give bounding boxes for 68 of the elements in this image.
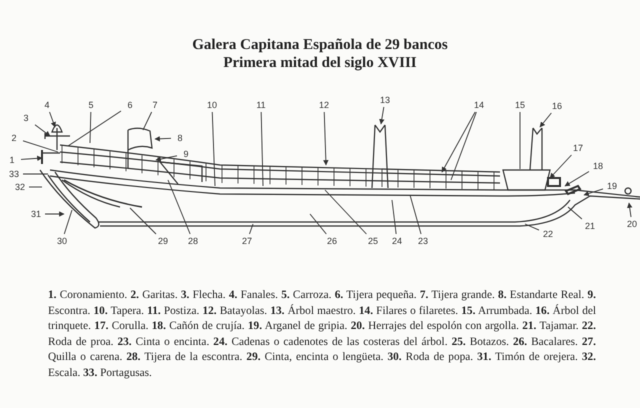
leader-line	[249, 224, 254, 234]
leader-line	[20, 156, 43, 162]
callout-number: 11	[253, 99, 269, 111]
leader-line	[154, 136, 172, 142]
callout-number: 24	[389, 235, 405, 247]
caption: 1. Coronamiento. 2. Garitas. 3. Flecha. 4. Fanales. 5. Carroza. 6. Tijera pequeña. 7. Tijera grande. 8. Estandarte Real. 9. Escontra. 10. Tapera. 11. Postiza. 12. Batayolas. 13. Árbol maestro. 14. Filares o filaretes. 15. Arrumbada. 16. Árbol del trinquete. 17. Corulla. 18. Cañón de crujía. 19. Arganel de gripia. 20. Herrajes del espolón con argolla. 21. Tajamar. 22. Roda de proa. 23. Cinta o encinta. 24. Cadenas o cadenotes de las costeras del árbol. 25. Botazos. 26. Bacalares. 27. Quilla o carena. 28. Tijera de la escontra. 29. Cinta, encinta o lengüeta. 30. Roda de popa. 31. Timón de orejera. 32. Escala. 33. Portagusas.	[48, 288, 596, 381]
leader-line	[392, 200, 397, 234]
callout-number: 29	[155, 235, 171, 247]
callout-number: 26	[324, 235, 340, 247]
leader-line	[142, 112, 152, 130]
callout-number: 1	[4, 154, 20, 166]
leader-line	[540, 112, 552, 128]
callout-number: 10	[204, 99, 220, 111]
title: Galera Capitana Española de 29 bancos	[191, 37, 449, 54]
leader-line	[323, 112, 329, 166]
callout-number: 28	[185, 235, 201, 247]
callout-number: 3	[18, 112, 34, 124]
leader-line	[550, 154, 572, 178]
callout-number: 14	[471, 99, 487, 111]
leader-line	[627, 202, 632, 218]
leader-line	[28, 186, 42, 188]
callout-number: 16	[549, 100, 565, 112]
leader-line	[155, 155, 178, 162]
leader-line	[22, 140, 58, 152]
callout-number: 22	[540, 228, 556, 240]
callout-number: 30	[54, 235, 70, 247]
leader-line	[212, 112, 216, 186]
callout-number: 20	[624, 218, 640, 230]
callout-number: 33	[6, 168, 22, 180]
leader-line	[310, 214, 327, 234]
callout-number: 32	[12, 181, 28, 193]
callout-number: 21	[582, 220, 598, 232]
leader-line	[68, 110, 122, 146]
leader-line	[442, 112, 476, 172]
leader-line	[564, 171, 590, 186]
callout-number: 7	[147, 99, 163, 111]
leader-line	[568, 206, 582, 220]
callout-number: 6	[122, 99, 138, 111]
leader-line	[324, 190, 367, 234]
leader-line	[49, 112, 56, 128]
leader-line	[260, 112, 264, 186]
callout-number: 18	[590, 160, 606, 172]
callout-number: 25	[365, 235, 381, 247]
callout-number: 9	[178, 148, 194, 160]
callout-number: 2	[6, 132, 22, 144]
callout-number: 13	[377, 94, 393, 106]
callout-number: 8	[172, 132, 188, 144]
callout-number: 19	[604, 180, 620, 192]
leader-line	[44, 211, 65, 217]
callout-number: 17	[570, 142, 586, 154]
callout-number: 12	[316, 99, 332, 111]
leader-line	[90, 112, 92, 144]
callout-number: 15	[512, 99, 528, 111]
callout-number: 5	[83, 99, 99, 111]
callout-number: 23	[415, 235, 431, 247]
leader-line	[524, 224, 540, 231]
leader-line	[583, 188, 604, 196]
callout-number: 27	[239, 235, 255, 247]
leader-line	[64, 210, 72, 234]
leader-line	[34, 124, 50, 136]
leader-line	[379, 106, 384, 125]
leader-line	[168, 180, 191, 234]
leader-line	[450, 112, 477, 180]
leader-line	[410, 194, 422, 234]
subtitle: Primera mitad del siglo XVIII	[222, 55, 418, 72]
leader-line	[130, 208, 156, 234]
callout-number: 4	[39, 99, 55, 111]
callout-number: 31	[28, 208, 44, 220]
